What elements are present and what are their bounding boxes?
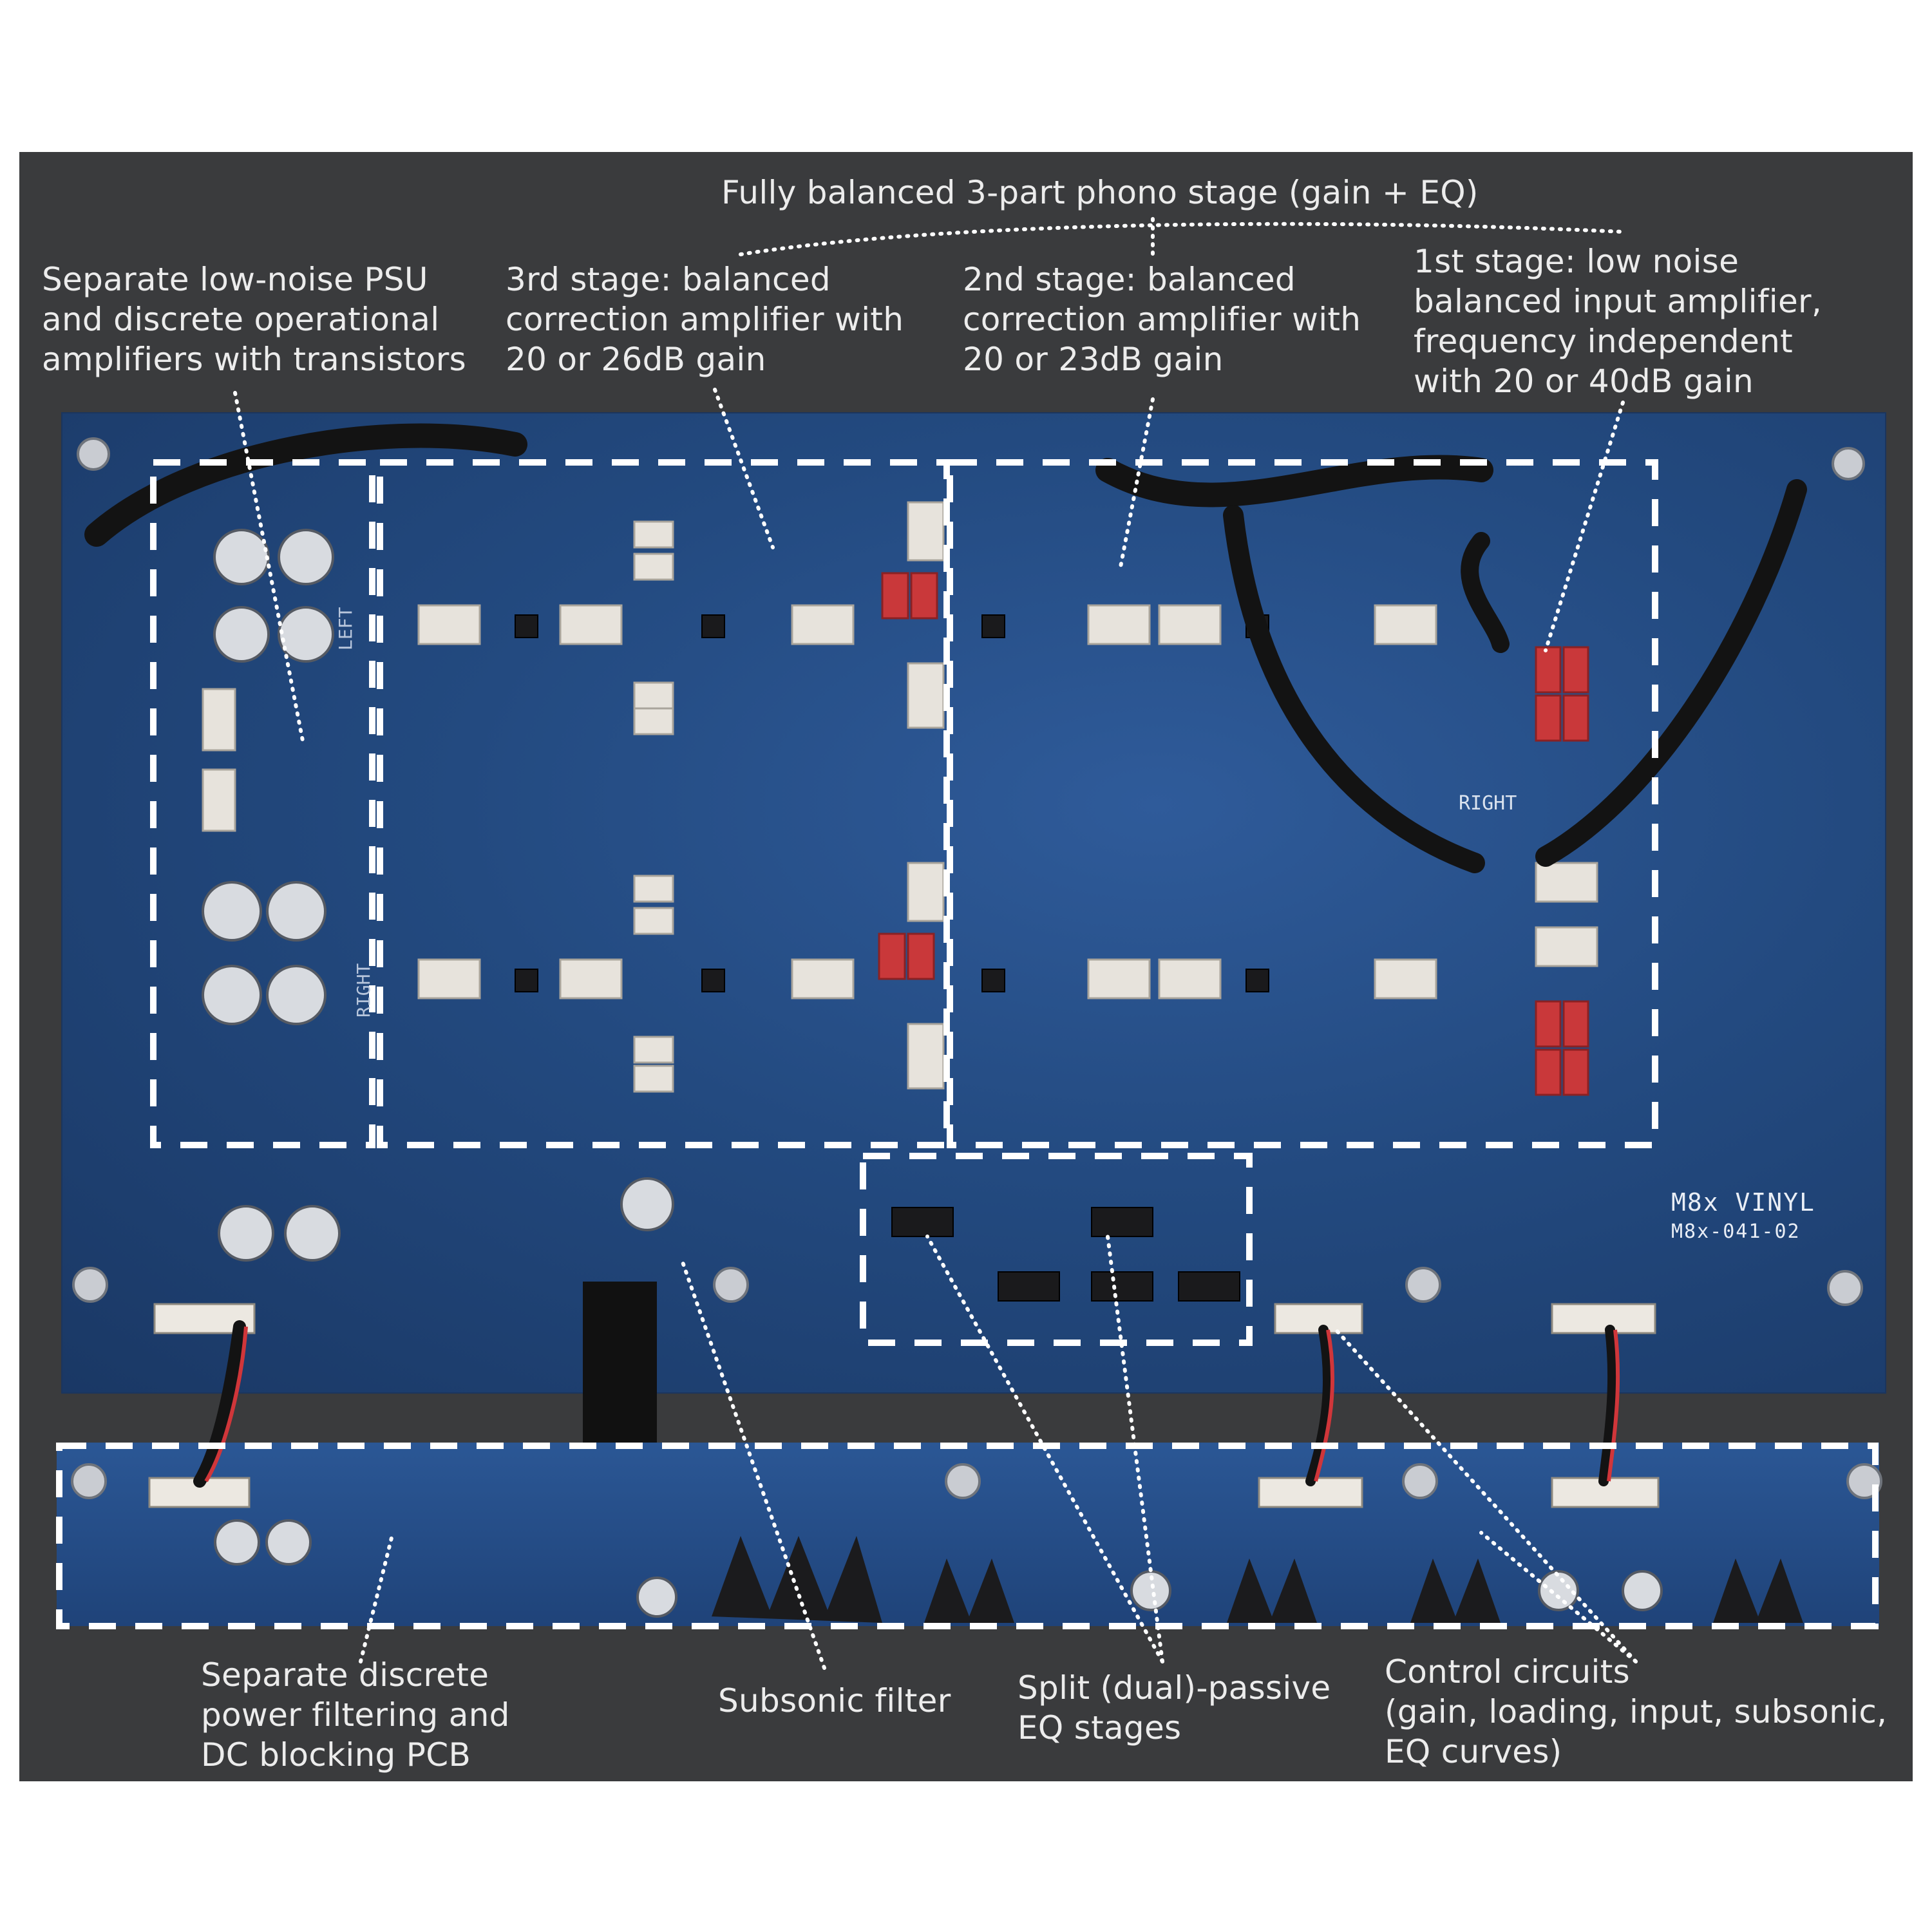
header-title: Fully balanced 3-part phono stage (gain …: [721, 174, 1479, 211]
heatsinks: [712, 1536, 1803, 1623]
callout-control-circuits: Control circuits (gain, loading, input, …: [1385, 1653, 1888, 1770]
callout-subsonic-filter: Subsonic filter: [718, 1682, 951, 1719]
cables: [84, 423, 1807, 1488]
dashed-outlines: [56, 459, 1879, 1629]
capacitors: [202, 529, 1663, 1618]
mounting-screws: [71, 437, 1882, 1499]
leader-lines: [233, 217, 1638, 1670]
left-channel-label: LEFT: [335, 607, 356, 650]
board-model-label: M8x VINYL: [1671, 1188, 1815, 1217]
board-part-label: M8x-041-02: [1671, 1220, 1801, 1243]
white-modules: [202, 501, 1598, 1093]
ribbon-cable: [583, 1282, 657, 1443]
callout-stage-1: 1st stage: low noise balanced input ampl…: [1414, 243, 1823, 400]
relays: [878, 572, 1589, 1096]
main-pcb: [61, 412, 1886, 1394]
right-channel-label: RIGHT: [353, 963, 374, 1018]
red-wires: [204, 1326, 1620, 1482]
footer-panel: [19, 1626, 1913, 1781]
callout-stage-3: 3rd stage: balanced correction amplifier…: [506, 261, 904, 378]
callout-eq-stages: Split (dual)-passive EQ stages: [1018, 1669, 1331, 1747]
callout-stage-2: 2nd stage: balanced correction amplifier…: [963, 261, 1361, 378]
callout-psu: Separate low-noise PSU and discrete oper…: [42, 261, 466, 378]
callout-power-filter: Separate discrete power filtering and DC…: [201, 1656, 510, 1774]
right-side-label: RIGHT: [1459, 792, 1517, 815]
